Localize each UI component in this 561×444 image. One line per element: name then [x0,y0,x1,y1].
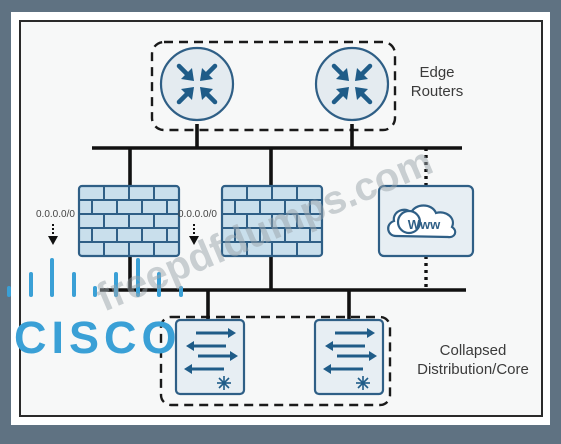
firewall-2 [220,184,324,258]
collapsed-core-label: Collapsed Distribution/Core [398,341,548,379]
core-switch-1 [174,318,246,396]
edge-router-2 [314,46,390,122]
edge-label-line2: Routers [410,83,464,100]
default-route-label-right: 0.0.0.0/0 [178,209,217,220]
www-label: Www [408,217,441,232]
firewall-1 [77,184,181,258]
edge-label-line1: Edge [419,64,455,81]
firewall-icon [79,186,179,256]
down-arrow-icon [48,224,58,245]
default-route-label-left: 0.0.0.0/0 [36,209,75,220]
core-label-line1: Collapsed [439,342,507,359]
router-icon [176,63,218,105]
internet-service: Www [377,184,475,258]
layer3-switch-icon [323,328,377,390]
www-cloud-icon: Www [387,204,457,239]
cisco-bars [7,258,183,297]
cisco-wordmark: CISCO [14,312,182,363]
edge-routers-label: Edge Routers [402,63,472,101]
core-switches-group [159,315,392,407]
core-switch-2 [313,318,385,396]
router-icon [331,63,373,105]
down-arrow-icon [189,224,199,245]
edge-router-1 [159,46,235,122]
firewall-icon [222,186,322,256]
layer3-switch-icon [184,328,238,390]
edge-routers-group [150,40,397,132]
core-label-line2: Distribution/Core [417,361,529,378]
cisco-logo: CISCO [7,258,183,363]
